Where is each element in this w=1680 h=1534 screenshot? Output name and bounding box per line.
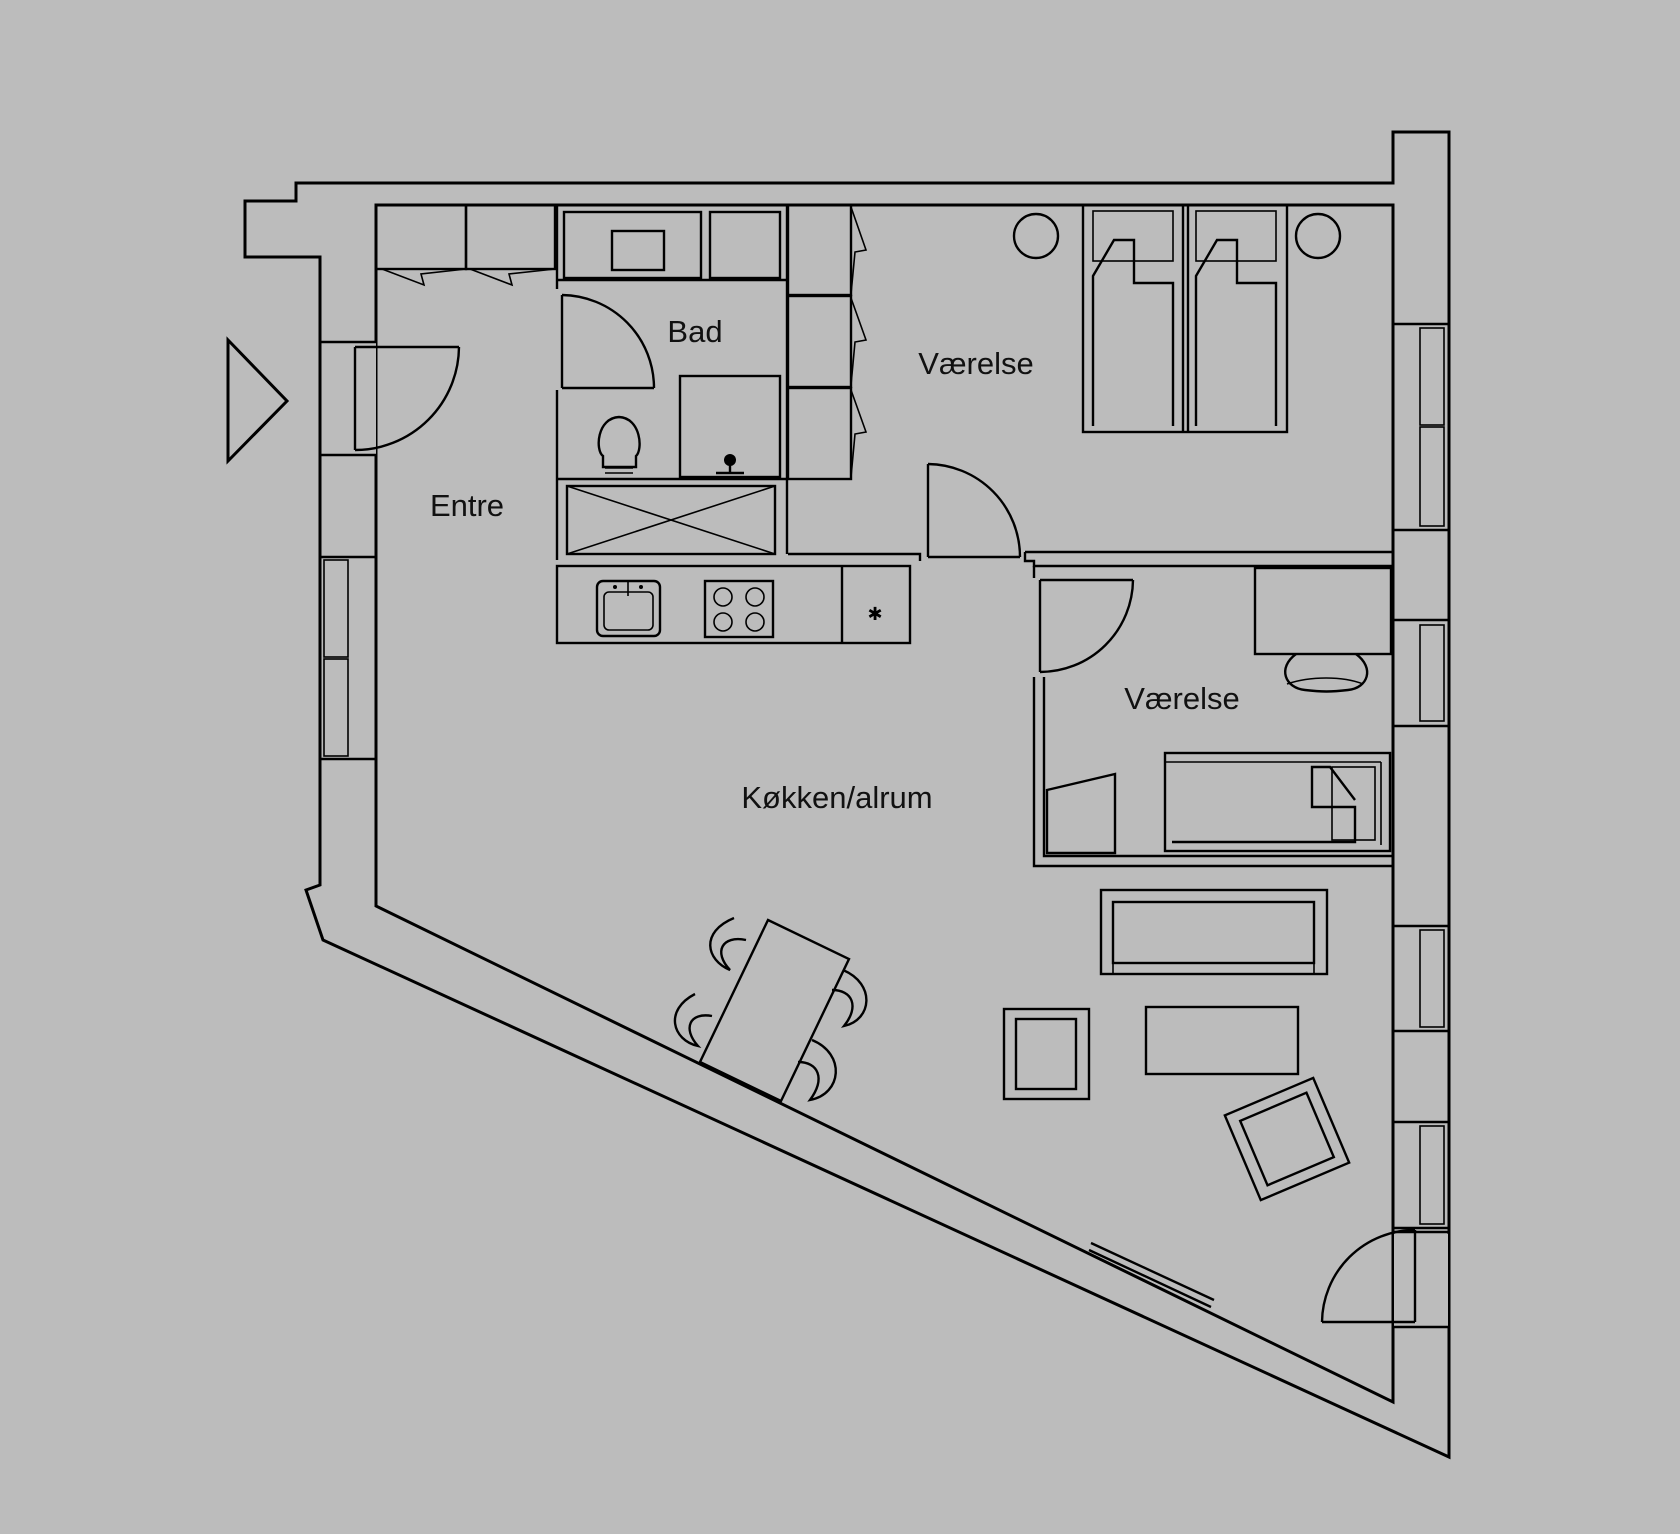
bedroom-large-door[interactable] <box>926 462 1022 559</box>
dining-table <box>698 918 851 1103</box>
nightstand-lamp-right <box>1294 212 1342 260</box>
room-label-kokken-alrum: Køkken/alrum <box>741 780 932 815</box>
washing-machine <box>565 484 777 556</box>
entre-wardrobes <box>374 203 557 287</box>
armchair-right <box>1223 1076 1351 1202</box>
stove <box>703 579 775 639</box>
kitchen-counter: ✱ <box>555 564 912 645</box>
room-label-vaerelse-small: Værelse <box>1124 681 1239 716</box>
sofa <box>1099 888 1329 976</box>
entrance-arrow-icon <box>226 336 290 465</box>
entrance-door[interactable] <box>353 345 461 452</box>
toilet <box>597 415 641 474</box>
right-window-1 <box>1393 322 1449 532</box>
bathroom <box>555 205 789 560</box>
left-wall-openings <box>320 340 461 761</box>
room-label-bad: Bad <box>667 314 722 349</box>
dining-chairs <box>673 916 868 1102</box>
armchair-left <box>1002 1007 1091 1101</box>
interior-walls <box>788 550 1393 868</box>
outer-walls <box>243 130 1451 1460</box>
room-wardrobes <box>786 203 868 481</box>
kitchen-sink <box>595 579 662 638</box>
left-window <box>320 555 376 761</box>
right-window-4 <box>1393 1120 1449 1230</box>
right-wall-openings <box>1320 322 1449 1329</box>
coffee-table <box>1144 1005 1300 1076</box>
double-bed <box>1081 203 1289 434</box>
desk <box>1253 566 1393 693</box>
balcony-door[interactable] <box>1320 1228 1417 1324</box>
bedroom-small-door[interactable] <box>1038 578 1135 674</box>
nightstand-lamp-left <box>1012 212 1060 260</box>
diagonal-wall-window <box>1088 1241 1215 1309</box>
dresser <box>1045 772 1117 855</box>
room-label-vaerelse-large: Værelse <box>918 346 1033 381</box>
right-window-2 <box>1393 618 1449 728</box>
room-label-entre: Entre <box>430 488 504 523</box>
inner-wall-outline <box>374 203 1395 1405</box>
outer-wall-outline <box>243 130 1451 1460</box>
right-window-3 <box>1393 924 1449 1033</box>
single-bed <box>1163 751 1392 853</box>
shower <box>678 374 782 479</box>
bathroom-door[interactable] <box>560 293 656 390</box>
fridge-icon: ✱ <box>867 604 882 625</box>
